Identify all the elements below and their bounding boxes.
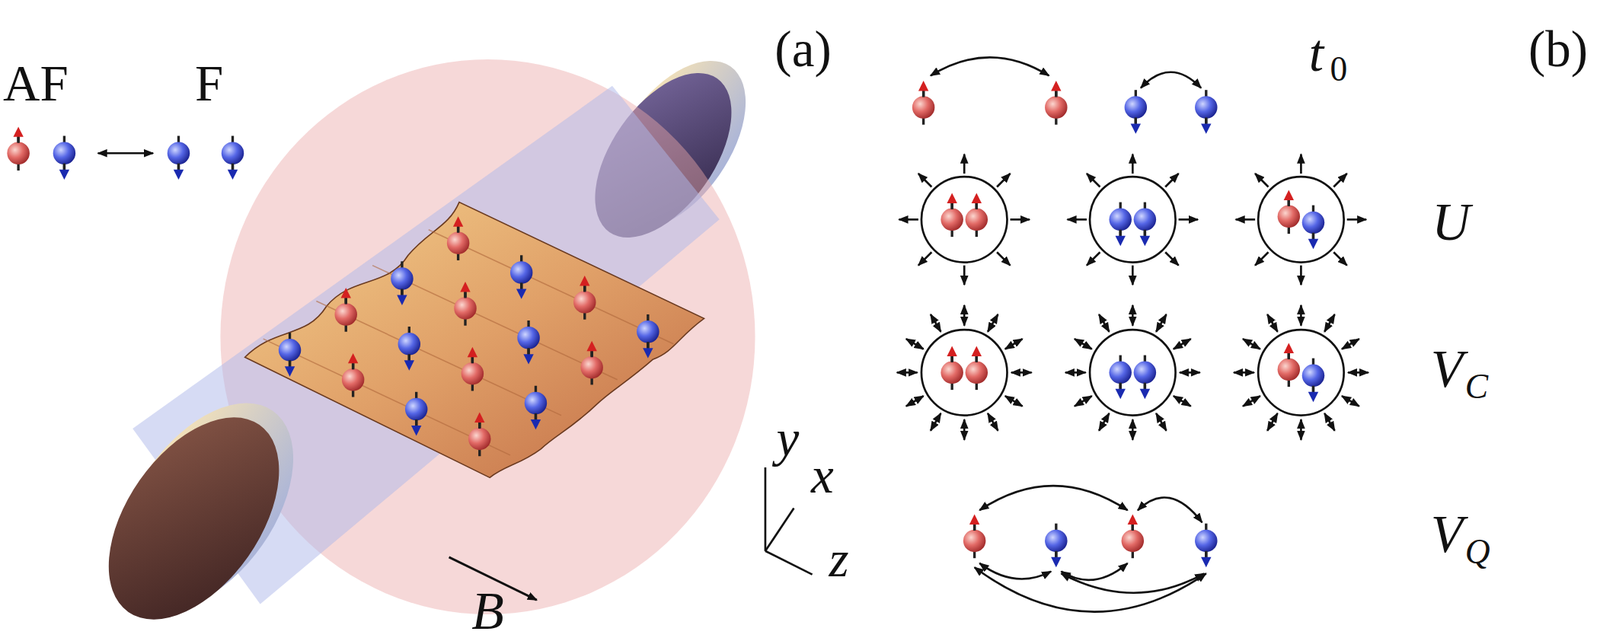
- optical-cavity: [73, 35, 774, 641]
- cavity-interaction-row: [897, 305, 1369, 441]
- spin-down-atom: [517, 320, 540, 365]
- figure-label: B: [471, 584, 505, 639]
- exchange-arrow: [98, 152, 154, 155]
- spin-down-atom: [278, 332, 301, 377]
- spin-down-atom: [221, 135, 244, 180]
- figure-label: y: [776, 413, 800, 465]
- onsite-interaction-row: [898, 154, 1367, 286]
- spin-down-atom: [390, 261, 413, 306]
- figure-label: t: [1309, 26, 1324, 80]
- figure-label: x: [811, 450, 834, 502]
- figure-label: 0: [1330, 51, 1348, 87]
- spin-up-atom: [334, 287, 357, 333]
- coordinate-axes: [765, 467, 813, 575]
- spin-down-atom: [398, 326, 421, 371]
- optical-lattice: [245, 202, 705, 479]
- spin-up-atom: [573, 275, 596, 320]
- spin-down-atom: [405, 392, 428, 437]
- figure-label: AF: [3, 57, 69, 109]
- lattice-atoms: [278, 216, 660, 457]
- figure-label: Q: [1465, 534, 1491, 570]
- spin-up-atom: [453, 281, 476, 326]
- spin-down-atom: [524, 386, 547, 431]
- spin-down-atom: [510, 255, 533, 300]
- spin-up-atom: [461, 347, 484, 392]
- lattice-wells: [263, 229, 674, 456]
- figure-label: (b): [1528, 23, 1588, 75]
- spin-down-atom: [167, 135, 190, 180]
- spin-down-atom: [53, 135, 76, 180]
- cavity-mirror: [73, 386, 314, 641]
- figure-label: F: [194, 57, 224, 109]
- spin-down-atom: [636, 314, 659, 359]
- figure-label: V: [1430, 507, 1464, 562]
- spin-configuration: [6, 126, 244, 180]
- spin-up-atom: [341, 353, 365, 398]
- figure-label: V: [1430, 342, 1464, 397]
- figure-label: (a): [774, 23, 831, 75]
- hopping-row: [912, 57, 1218, 134]
- long-range-row: [963, 485, 1218, 613]
- spin-up-atom: [6, 126, 29, 171]
- figure-label: z: [828, 533, 849, 585]
- spin-up-atom: [580, 341, 603, 386]
- figure-label: C: [1465, 369, 1489, 405]
- figure-label: U: [1431, 195, 1470, 250]
- spin-up-atom: [468, 412, 491, 457]
- spin-up-atom: [447, 216, 470, 261]
